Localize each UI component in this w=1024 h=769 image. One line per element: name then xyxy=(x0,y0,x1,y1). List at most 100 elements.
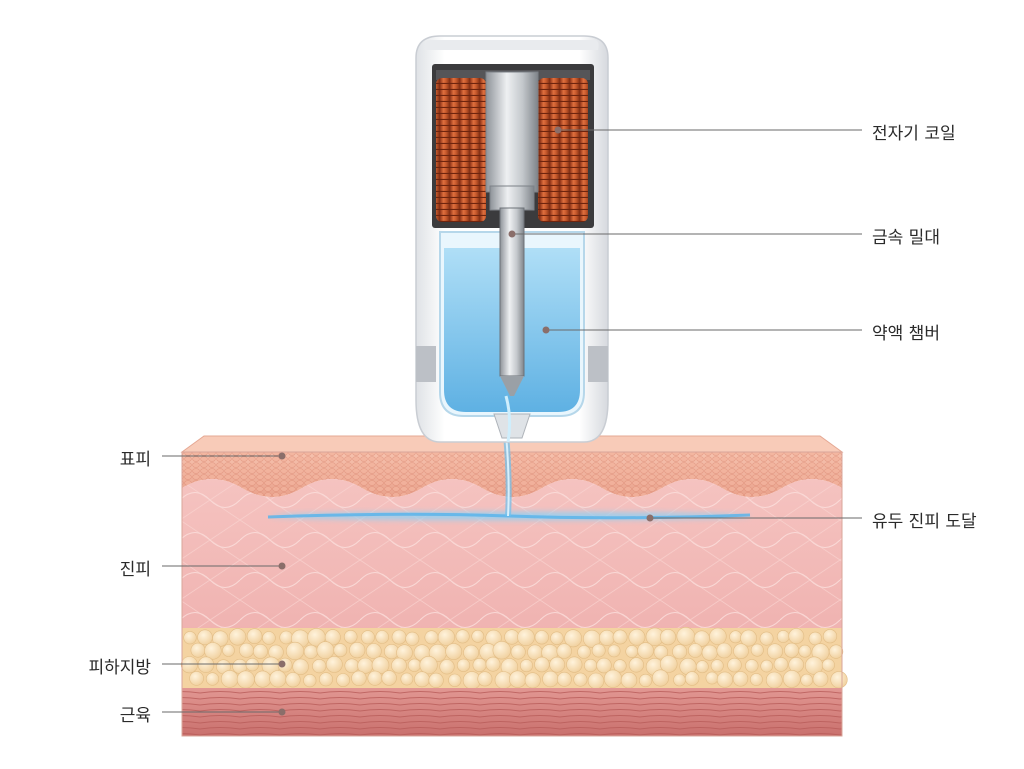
fat-cell xyxy=(189,671,204,686)
fat-cell xyxy=(424,630,439,645)
fat-cell xyxy=(381,670,397,686)
fat-cell xyxy=(285,641,305,661)
fat-cell xyxy=(750,673,763,686)
fat-cell xyxy=(745,659,759,673)
fat-cell xyxy=(651,669,669,687)
fat-cell xyxy=(365,643,382,659)
fat-cell xyxy=(414,671,430,688)
fat-cell xyxy=(556,643,572,659)
fat-cell xyxy=(519,659,533,673)
fat-cell xyxy=(740,629,758,647)
fat-cell xyxy=(564,629,583,648)
label-dermis: 진피 xyxy=(119,560,151,580)
fat-cell xyxy=(557,671,572,687)
fat-cell xyxy=(549,656,566,673)
fat-cell xyxy=(485,656,501,672)
fat-cell xyxy=(343,629,358,644)
metal-rod xyxy=(485,71,539,193)
label-epidermis: 표피 xyxy=(119,450,151,470)
fat-cell xyxy=(303,644,319,660)
muscle-layer xyxy=(182,688,842,736)
fat-cell xyxy=(279,630,294,645)
fat-cell xyxy=(798,644,812,658)
fat-cell xyxy=(701,644,718,661)
fat-cell xyxy=(727,657,742,673)
fat-cell xyxy=(716,642,733,659)
fat-cell xyxy=(477,671,493,687)
fat-cell xyxy=(673,673,686,687)
fat-cell xyxy=(428,672,444,689)
fat-cell xyxy=(587,672,605,690)
fat-cell xyxy=(596,657,612,674)
fat-cell xyxy=(472,657,487,672)
electromagnetic-coil-right xyxy=(538,78,588,222)
fat-cell xyxy=(729,630,742,644)
dermis-layer xyxy=(182,479,842,630)
fat-cell xyxy=(197,656,215,673)
fat-cell xyxy=(190,642,206,658)
label-papillary-dermis-delivery: 유두 진피 도달 xyxy=(872,512,977,532)
fat-cell xyxy=(471,629,485,643)
fat-cell xyxy=(684,671,700,686)
fat-cell xyxy=(534,656,550,673)
fat-cell xyxy=(800,673,814,687)
fat-cell xyxy=(312,658,327,674)
fat-cell xyxy=(625,645,639,658)
fat-cell xyxy=(534,630,549,645)
fat-cell xyxy=(524,672,541,689)
fat-cell xyxy=(628,657,645,673)
fat-cell xyxy=(638,673,653,688)
fat-cell xyxy=(653,644,669,660)
fat-cell xyxy=(445,643,463,660)
fat-cell xyxy=(351,670,367,686)
fat-cell xyxy=(180,656,198,674)
injector-device xyxy=(415,35,609,443)
fat-cell xyxy=(672,644,688,660)
fat-cell xyxy=(812,671,829,687)
fat-cell xyxy=(550,631,564,645)
fat-cell xyxy=(197,629,213,646)
fat-cell xyxy=(448,673,462,687)
fat-cell xyxy=(367,670,383,686)
fat-cell xyxy=(236,670,255,689)
fat-cell xyxy=(603,669,623,688)
fat-cell xyxy=(492,640,511,660)
fat-cell xyxy=(239,642,255,658)
fat-cell xyxy=(759,631,774,646)
fat-cell xyxy=(333,643,348,658)
fat-cell xyxy=(659,655,678,673)
fat-cell xyxy=(246,628,263,645)
fat-cell xyxy=(659,628,677,646)
label-metal-rod: 금속 밀대 xyxy=(872,228,940,248)
label-subcutaneous-fat: 피하지방 xyxy=(88,658,151,678)
fat-cell xyxy=(510,644,526,660)
fat-cell xyxy=(303,673,317,688)
fat-cell xyxy=(687,643,703,658)
fat-cell xyxy=(765,671,783,689)
fat-cell xyxy=(705,671,719,685)
fat-cell xyxy=(405,631,420,646)
fat-cell xyxy=(229,628,247,646)
fat-cell xyxy=(269,670,287,688)
fat-cell xyxy=(732,671,749,687)
nozzle xyxy=(493,413,531,439)
fat-cell xyxy=(391,629,407,645)
fat-cell xyxy=(504,629,520,645)
fat-cell xyxy=(612,629,628,645)
fat-layer xyxy=(180,626,848,690)
fat-cell xyxy=(222,644,235,657)
fat-cell xyxy=(821,658,835,672)
fat-cell xyxy=(709,627,727,646)
electromagnetic-coil-left xyxy=(436,78,486,222)
fat-cell xyxy=(324,629,341,646)
fat-cell xyxy=(318,672,333,687)
fat-cell xyxy=(607,644,621,658)
fat-cell xyxy=(637,642,654,659)
fat-cell xyxy=(439,659,455,675)
fat-cell xyxy=(349,641,366,659)
fat-cell xyxy=(252,643,268,659)
fat-cell xyxy=(463,644,479,661)
fat-cell xyxy=(245,657,260,672)
fat-cell xyxy=(204,642,222,660)
fat-cell xyxy=(733,643,749,660)
